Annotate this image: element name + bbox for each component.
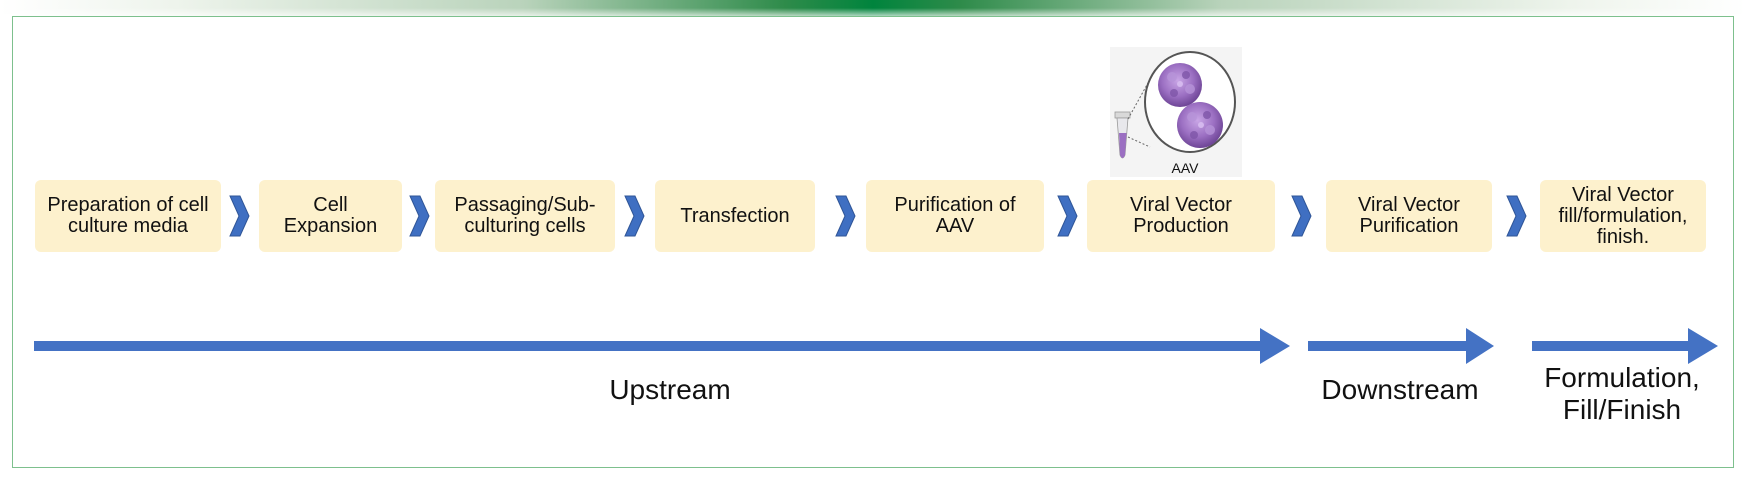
phase-label-upstream: Upstream [609, 374, 731, 405]
step-label: Viral Vector Production [1130, 194, 1232, 237]
chevron-right-icon [624, 195, 645, 237]
step-cell-expansion: Cell Expansion [259, 180, 402, 252]
phase-label-formulation-line2: Fill/Finish [1562, 394, 1682, 425]
step-label: Viral Vector fill/formulation, finish. [1558, 183, 1688, 248]
phase-label-formulation: Formulation, Fill/Finish [1522, 362, 1722, 426]
virus-particle [1177, 102, 1223, 148]
step-viral-vector-fill-formulation-finish: Viral Vector fill/formulation, finish. [1540, 180, 1706, 252]
chevron-right-icon [1291, 195, 1312, 237]
chevron-right-icon [835, 195, 856, 237]
chevron-right-icon [409, 195, 430, 237]
step-label: Transfection [680, 204, 790, 227]
chevron-right-icon [1506, 195, 1527, 237]
phase-label-downstream: Downstream [1321, 374, 1479, 405]
top-gradient-bar [0, 0, 1746, 20]
aav-label: AAV [1171, 160, 1199, 176]
phase-label-formulation-line1: Formulation, [1544, 362, 1700, 393]
chevron-right-icon [1057, 195, 1078, 237]
chevron-right-icon [229, 195, 250, 237]
step-label: Passaging/Sub-culturing cells [454, 194, 596, 237]
formulation-arrow [1532, 328, 1718, 364]
step-passaging-sub-culturing-cells: Passaging/Sub-culturing cells [435, 180, 615, 252]
step-preparation-of-cell-culture-media: Preparation of cell culture media [35, 180, 221, 252]
aav-virus-illustration [1110, 47, 1242, 177]
step-viral-vector-purification: Viral Vector Purification [1326, 180, 1492, 252]
step-viral-vector-production: Viral Vector Production [1087, 180, 1275, 252]
virus-particle [1158, 63, 1202, 107]
step-label: Purification of AAV [894, 194, 1016, 237]
step-label: Preparation of cell culture media [47, 194, 209, 237]
step-purification-of-aav: Purification of AAV [866, 180, 1044, 252]
step-label: Viral Vector Purification [1358, 194, 1460, 237]
step-label: Cell Expansion [283, 194, 378, 237]
upstream-arrow [34, 328, 1290, 364]
downstream-arrow [1308, 328, 1494, 364]
step-transfection: Transfection [655, 180, 815, 252]
